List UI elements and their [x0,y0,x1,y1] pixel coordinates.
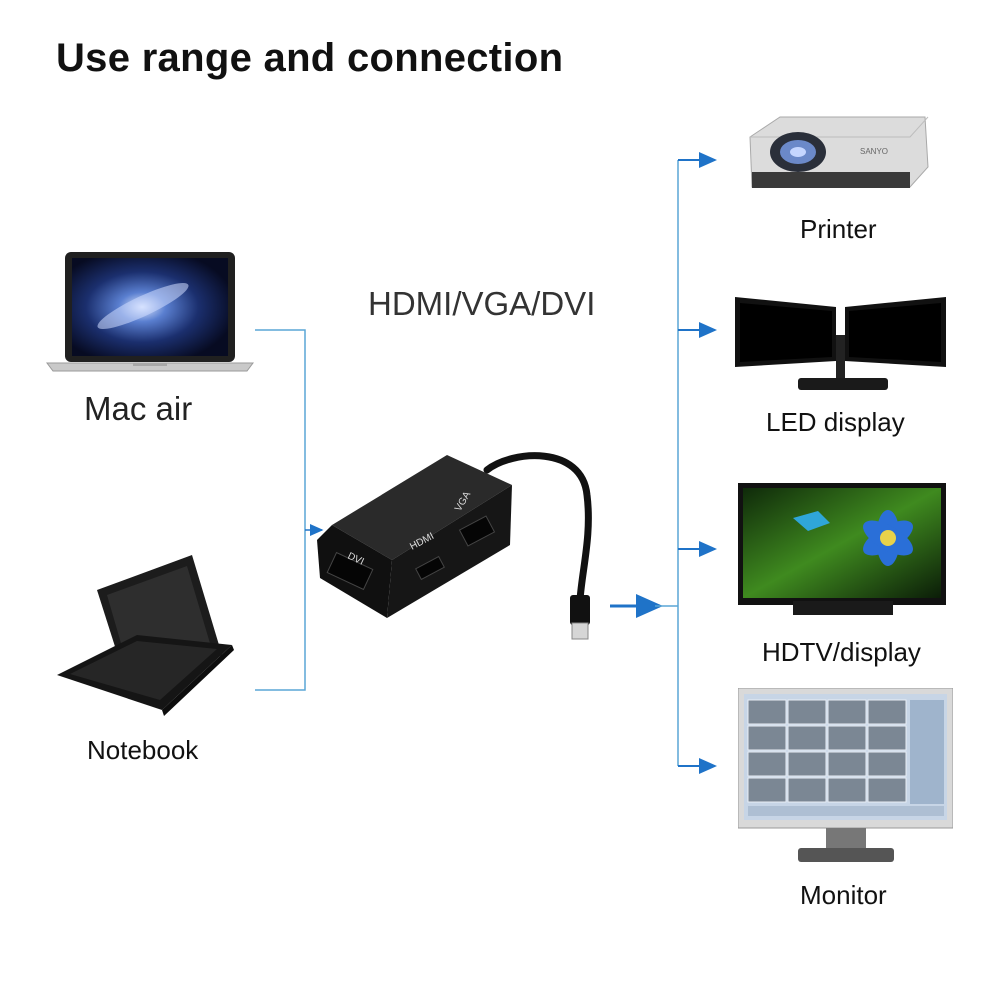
netbook-icon [57,555,234,716]
projector-icon: SANYO [749,116,929,188]
monitor-icon [738,688,953,862]
mini-displayport-adapter-icon: DVI HDMI VGA [317,452,592,640]
page-title: Use range and connection [56,36,564,80]
dual-monitor-icon [735,297,946,390]
source-wire-mac [255,329,306,691]
laptop-icon [46,252,254,372]
source-label-notebook: Notebook [87,735,199,765]
tv-icon [738,483,946,615]
target-label-printer: Printer [800,214,877,244]
target-label-hdtv-display: HDTV/display [762,637,921,667]
source-label-mac-air: Mac air [84,390,193,427]
target-label-led-display: LED display [766,407,905,437]
adapter-label: HDMI/VGA/DVI [368,285,596,322]
target-label-monitor: Monitor [800,880,887,910]
svg-text:SANYO: SANYO [860,147,888,156]
